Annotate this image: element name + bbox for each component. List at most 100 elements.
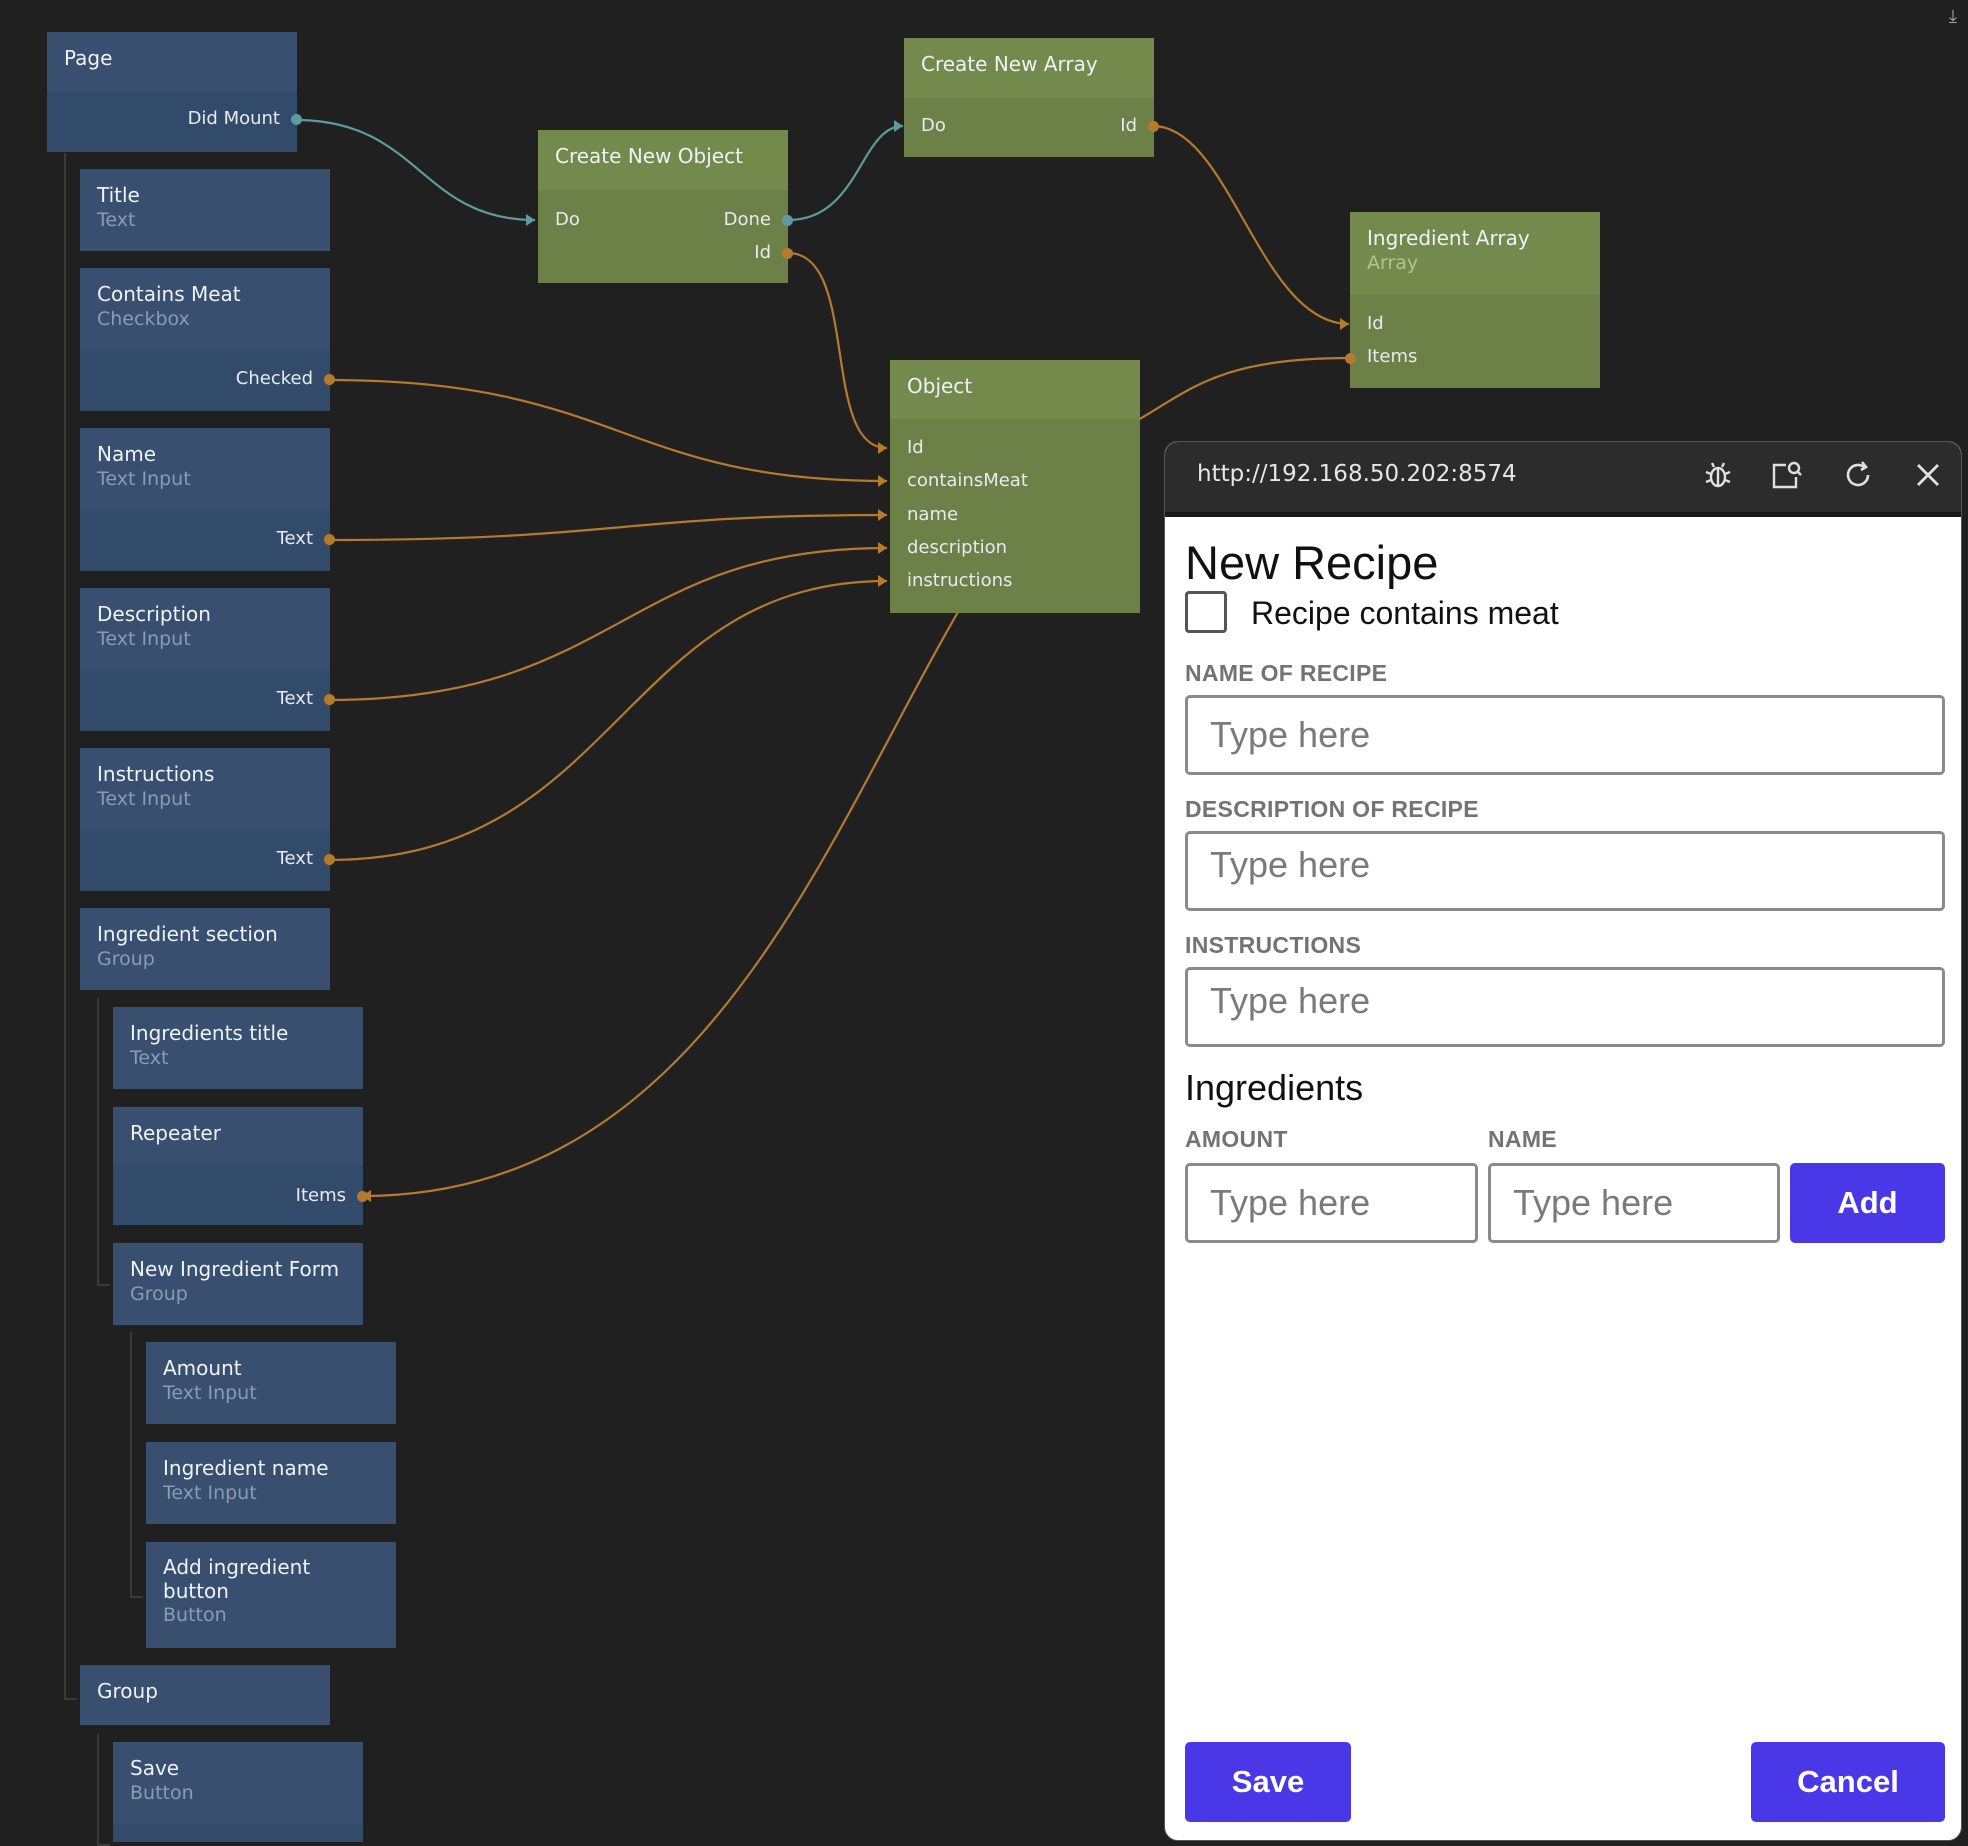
node-title: Add ingredient: [163, 1555, 379, 1579]
node-group[interactable]: Group: [80, 1665, 330, 1725]
refresh-icon[interactable]: [1841, 458, 1875, 492]
tree-line-ingredient-section: [97, 998, 110, 1286]
port-object-id[interactable]: Id: [907, 438, 924, 458]
tree-line-group: [97, 1734, 110, 1846]
wire-instr-instructions: [329, 581, 887, 860]
node-type: Button: [130, 1781, 346, 1806]
port-items[interactable]: Items: [1367, 347, 1417, 367]
port-dot[interactable]: [1148, 121, 1159, 132]
node-type: Text Input: [163, 1481, 379, 1506]
tree-line-new-ingredient-form: [130, 1332, 143, 1598]
node-description[interactable]: DescriptionText Input Text: [80, 588, 330, 731]
port-dot[interactable]: [782, 215, 793, 226]
node-instructions[interactable]: InstructionsText Input Text: [80, 748, 330, 891]
node-new-ingredient-form[interactable]: New Ingredient FormGroup: [113, 1243, 363, 1325]
node-create-new-object[interactable]: Create New Object Do Done Id: [538, 130, 788, 283]
port-id[interactable]: Id: [1367, 314, 1384, 334]
node-page[interactable]: Page Did Mount: [47, 32, 297, 152]
port-do[interactable]: Do: [921, 116, 946, 136]
port-object-instructions[interactable]: instructions: [907, 571, 1012, 591]
node-title: Instructions: [97, 762, 313, 787]
add-button[interactable]: Add: [1790, 1163, 1945, 1243]
node-amount[interactable]: AmountText Input: [146, 1342, 396, 1424]
port-dot[interactable]: [782, 248, 793, 259]
contains-meat-checkbox[interactable]: [1185, 591, 1227, 633]
name-label: NAME OF RECIPE: [1185, 660, 1387, 687]
cancel-button[interactable]: Cancel: [1751, 1742, 1945, 1822]
instructions-input[interactable]: Type here: [1185, 967, 1945, 1047]
bug-icon[interactable]: [1701, 458, 1735, 492]
node-title: Title: [97, 183, 313, 208]
node-object[interactable]: Object Id containsMeat name description …: [890, 360, 1140, 613]
node-ingredient-section[interactable]: Ingredient sectionGroup: [80, 908, 330, 990]
node-type: Array: [1367, 251, 1583, 276]
node-ingredients-title[interactable]: Ingredients titleText: [113, 1007, 363, 1089]
port-object-description[interactable]: description: [907, 538, 1007, 558]
node-name[interactable]: NameText Input Text: [80, 428, 330, 571]
close-icon[interactable]: [1911, 458, 1945, 492]
port-dot[interactable]: [324, 694, 335, 705]
node-title: Name: [97, 442, 313, 467]
node-contains-meat[interactable]: Contains MeatCheckbox Checked: [80, 268, 330, 411]
node-title: Amount: [163, 1356, 379, 1381]
port-dot[interactable]: [324, 374, 335, 385]
node-title: Group: [97, 1679, 313, 1704]
port-text[interactable]: Text: [277, 849, 313, 869]
inspect-icon[interactable]: [1770, 458, 1804, 492]
node-title: Create New Array: [921, 52, 1137, 77]
node-save[interactable]: SaveButton: [113, 1742, 363, 1842]
download-icon[interactable]: ⤓: [1949, 6, 1957, 27]
port-id[interactable]: Id: [754, 243, 771, 263]
node-add-ingredient-button[interactable]: Add ingredient button Button: [146, 1542, 396, 1648]
node-type: Button: [163, 1603, 379, 1628]
node-type: Text Input: [97, 787, 313, 812]
port-do[interactable]: Do: [555, 210, 580, 230]
name-input[interactable]: Type here: [1185, 695, 1945, 775]
node-title: Ingredients title: [130, 1021, 346, 1046]
checkbox-label: Recipe contains meat: [1251, 595, 1559, 632]
port-done[interactable]: Done: [724, 210, 771, 230]
node-repeater[interactable]: Repeater Items: [113, 1107, 363, 1225]
node-ingredient-name[interactable]: Ingredient nameText Input: [146, 1442, 396, 1524]
node-type: Group: [130, 1282, 346, 1307]
port-object-name[interactable]: name: [907, 505, 958, 525]
port-checked[interactable]: Checked: [236, 369, 313, 389]
description-input[interactable]: Type here: [1185, 831, 1945, 911]
port-did-mount[interactable]: Did Mount: [188, 109, 280, 129]
node-title: Description: [97, 602, 313, 627]
description-label: DESCRIPTION OF RECIPE: [1185, 796, 1479, 823]
ingredient-name-label: NAME: [1488, 1126, 1557, 1153]
amount-label: AMOUNT: [1185, 1126, 1288, 1153]
port-dot[interactable]: [291, 114, 302, 125]
port-dot[interactable]: [357, 1191, 368, 1202]
wire-didmount-do: [296, 120, 535, 220]
wire-name-name: [329, 515, 887, 540]
node-title: Object: [907, 374, 1123, 399]
node-create-new-array[interactable]: Create New Array Do Id: [904, 38, 1154, 157]
port-items[interactable]: Items: [296, 1186, 346, 1206]
tree-line-page: [64, 153, 77, 1700]
port-text[interactable]: Text: [277, 529, 313, 549]
node-ingredient-array[interactable]: Ingredient ArrayArray Id Items: [1350, 212, 1600, 388]
wire-checked-containsmeat: [329, 380, 887, 481]
node-type: Text Input: [97, 627, 313, 652]
preview-toolbar: http://192.168.50.202:8574: [1165, 442, 1961, 517]
node-type: Text: [130, 1046, 346, 1071]
node-type: Checkbox: [97, 307, 313, 332]
port-text[interactable]: Text: [277, 689, 313, 709]
port-object-containsmeat[interactable]: containsMeat: [907, 471, 1028, 491]
node-type: Text Input: [97, 467, 313, 492]
ingredient-name-input[interactable]: Type here: [1488, 1163, 1780, 1243]
preview-url[interactable]: http://192.168.50.202:8574: [1197, 461, 1517, 487]
port-dot[interactable]: [324, 854, 335, 865]
port-id[interactable]: Id: [1120, 116, 1137, 136]
node-title-text[interactable]: TitleText: [80, 169, 330, 251]
amount-input[interactable]: Type here: [1185, 1163, 1478, 1243]
port-dot[interactable]: [1345, 353, 1356, 364]
port-dot[interactable]: [324, 534, 335, 545]
node-type: Group: [97, 947, 313, 972]
wire-done-do: [788, 126, 903, 220]
node-title: New Ingredient Form: [130, 1257, 346, 1282]
save-button[interactable]: Save: [1185, 1742, 1351, 1822]
wire-desc-description: [329, 548, 887, 700]
